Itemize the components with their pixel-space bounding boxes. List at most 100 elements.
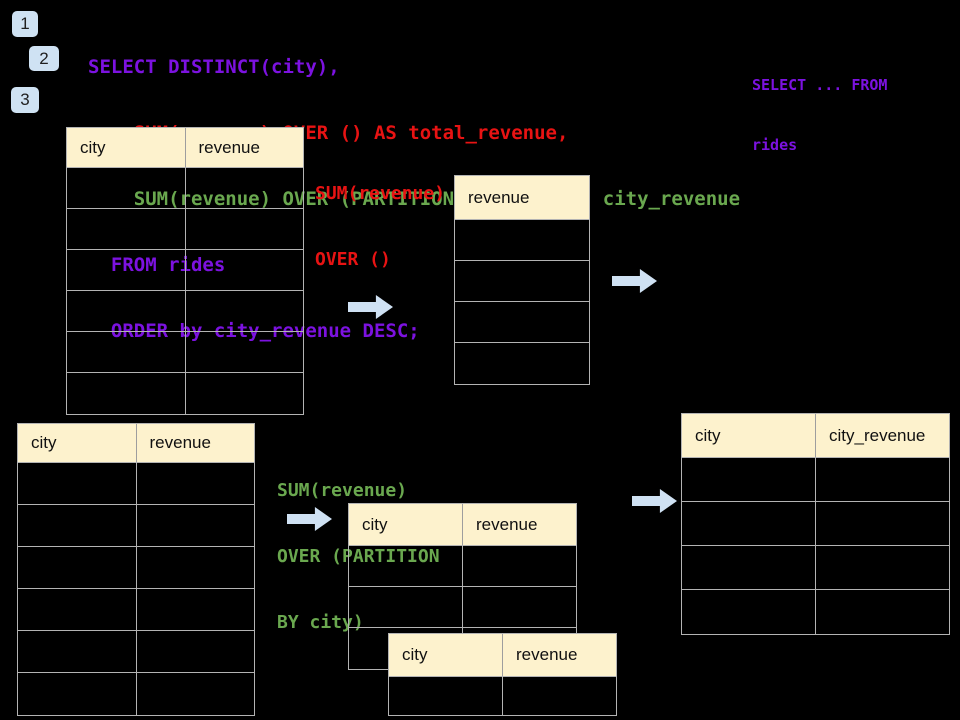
table-empty-cell (463, 546, 576, 586)
table-empty-cell (18, 673, 137, 715)
table-empty-cell (682, 502, 816, 545)
column-header-revenue: revenue (516, 645, 578, 664)
table-empty-cell (186, 332, 304, 372)
table-empty-row (18, 673, 254, 715)
table-empty-row (349, 587, 576, 628)
table-empty-cell (67, 373, 186, 414)
table-empty-cell (463, 587, 576, 627)
table-empty-cell (816, 546, 949, 589)
table-empty-row (389, 677, 616, 715)
table-empty-cell (816, 590, 949, 634)
table-empty-cell (67, 332, 186, 372)
table-empty-cell (18, 505, 137, 546)
table-empty-cell (67, 209, 186, 249)
table-empty-cell (137, 463, 255, 504)
table-empty-row (67, 291, 303, 332)
table-header-row: city revenue (67, 128, 303, 168)
table-empty-row (18, 589, 254, 631)
table-empty-cell (18, 631, 137, 672)
table-empty-row (18, 547, 254, 589)
table-header-row: city revenue (18, 424, 254, 463)
column-header-city: city (389, 634, 503, 676)
table-empty-cell (455, 302, 589, 342)
side-note-line-2: rides (752, 136, 798, 154)
sql-side-note: SELECT ... FROM rides (752, 35, 887, 195)
arrow-right-icon (632, 489, 677, 513)
table-empty-cell (137, 505, 255, 546)
table-empty-row (455, 302, 589, 343)
annotation-line: OVER (PARTITION (277, 546, 440, 567)
column-header-city: city (67, 128, 186, 167)
annotation-line: SUM(revenue) (315, 183, 446, 204)
column-header-revenue: revenue (198, 137, 260, 157)
table-city-revenue-result: city city_revenue (681, 413, 950, 635)
table-empty-cell (137, 547, 255, 588)
table-empty-cell (186, 168, 304, 208)
table-empty-cell (137, 673, 255, 715)
table-empty-row (67, 168, 303, 209)
table-empty-row (682, 546, 949, 590)
table-empty-row (682, 458, 949, 502)
column-header-city: city (349, 504, 463, 545)
column-header-city: city (18, 424, 137, 462)
table-empty-cell (682, 458, 816, 501)
table-source-rides-top: city revenue (66, 127, 304, 415)
table-header-row: city revenue (389, 634, 616, 677)
table-empty-cell (186, 209, 304, 249)
table-empty-row (67, 250, 303, 291)
step-badge-1: 1 (12, 11, 38, 37)
table-empty-cell (503, 677, 616, 715)
table-empty-cell (389, 677, 503, 715)
table-empty-cell (455, 220, 589, 260)
annotation-line: OVER () (315, 249, 391, 270)
table-empty-cell (186, 373, 304, 414)
table-empty-cell (18, 547, 137, 588)
table-empty-cell (349, 546, 463, 586)
table-empty-cell (186, 291, 304, 331)
sql-line-from: FROM rides (88, 254, 226, 276)
table-partition-step: city revenue (348, 503, 577, 670)
table-empty-row (18, 505, 254, 547)
table-empty-row (455, 220, 589, 261)
column-header-revenue: revenue (149, 433, 211, 452)
side-note-line-1: SELECT ... FROM (752, 76, 888, 94)
table-empty-cell (137, 631, 255, 672)
table-header-row: revenue (455, 176, 589, 220)
annotation-line: SUM(revenue) (277, 480, 408, 501)
table-empty-cell (455, 261, 589, 301)
table-empty-row (18, 463, 254, 505)
table-header-row: city city_revenue (682, 414, 949, 458)
table-empty-cell (349, 587, 463, 627)
step-badge-2: 2 (29, 46, 59, 71)
table-empty-row (67, 332, 303, 373)
column-header-city: city (682, 414, 816, 457)
table-empty-row (682, 502, 949, 546)
table-empty-cell (67, 291, 186, 331)
table-total-revenue-result: revenue (454, 175, 590, 385)
annotation-line: BY city) (277, 612, 364, 633)
column-header-revenue: revenue (468, 187, 530, 207)
table-empty-cell (67, 168, 186, 208)
table-empty-cell (186, 250, 304, 290)
table-empty-cell (816, 458, 949, 501)
table-empty-cell (682, 546, 816, 589)
annotation-partition-revenue: SUM(revenue) OVER (PARTITION BY city) (277, 436, 440, 678)
table-empty-cell (455, 343, 589, 384)
sql-line-select: SELECT DISTINCT(city), (88, 56, 340, 78)
annotation-total-revenue: SUM(revenue) OVER () (315, 139, 445, 315)
step-badge-3: 3 (11, 87, 39, 113)
table-empty-row (67, 373, 303, 414)
column-header-revenue: revenue (476, 514, 538, 534)
table-empty-row (349, 546, 576, 587)
table-header-row: city revenue (349, 504, 576, 546)
table-empty-row (682, 590, 949, 634)
table-empty-row (18, 631, 254, 673)
table-partition-overlay: city revenue (388, 633, 617, 716)
table-empty-cell (67, 250, 186, 290)
table-empty-row (455, 261, 589, 302)
column-header-city-revenue: city_revenue (829, 425, 926, 445)
table-empty-row (67, 209, 303, 250)
table-empty-cell (816, 502, 949, 545)
table-source-rides-bottom: city revenue (17, 423, 255, 716)
